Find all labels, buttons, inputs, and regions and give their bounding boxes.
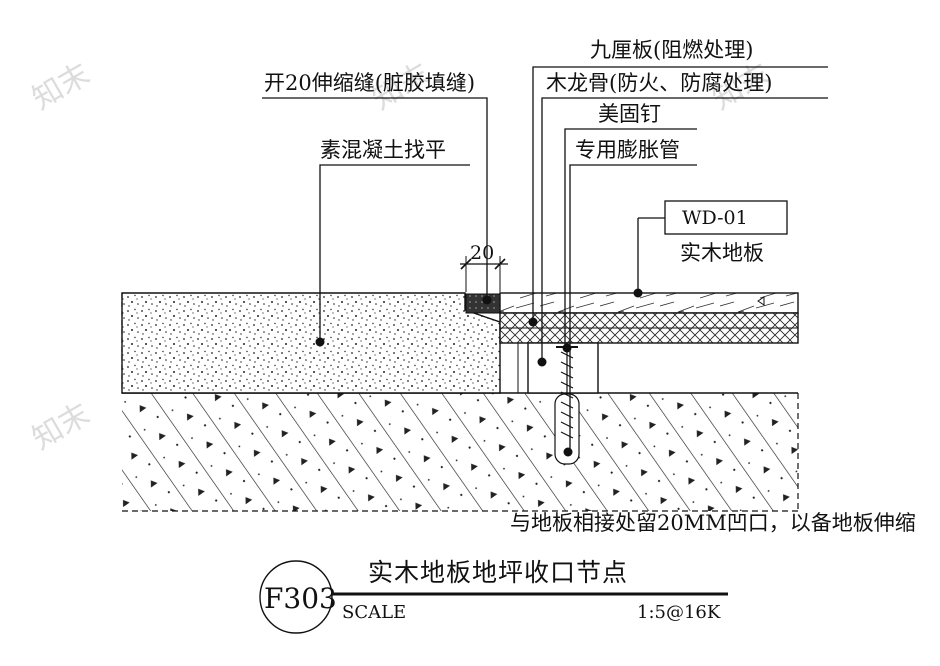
concrete-slab xyxy=(122,393,798,511)
timber-keel xyxy=(527,342,599,394)
title-block: F303 实木地板地坪收口节点 SCALE 1:5@16K xyxy=(259,558,728,634)
dimension-20: 20 xyxy=(460,242,508,292)
scale-label: SCALE xyxy=(342,602,406,623)
label-gap: 开20伸缩缝(脏胶填缝) xyxy=(264,71,475,95)
label-plywood: 九厘板(阻燃处理) xyxy=(590,38,753,62)
leader-lines xyxy=(262,66,828,450)
leveling-screed xyxy=(121,292,501,394)
leader-dots xyxy=(315,288,643,457)
svg-text:知末: 知末 xyxy=(27,397,95,456)
detail-title: 实木地板地坪收口节点 xyxy=(368,558,628,587)
svg-text:知末: 知末 xyxy=(27,57,95,116)
label-keel: 木龙骨(防火、防腐处理) xyxy=(546,71,772,95)
material-name: 实木地板 xyxy=(680,241,764,265)
dimension-label: 20 xyxy=(470,242,494,264)
material-tag-box xyxy=(664,200,788,235)
sealant-joint xyxy=(465,293,501,314)
timber-floor-board xyxy=(499,292,799,314)
material-code: WD-01 xyxy=(682,207,748,229)
label-nail: 美固钉 xyxy=(598,102,661,126)
label-anchor: 专用膨胀管 xyxy=(575,138,680,162)
scale-value: 1:5@16K xyxy=(637,602,721,623)
note-text: 与地板相接处留20MM凹口，以备地板伸缩 xyxy=(510,511,916,535)
label-screed: 素混凝土找平 xyxy=(320,138,446,162)
detail-id: F303 xyxy=(264,582,337,615)
nail-anchor xyxy=(554,343,580,465)
